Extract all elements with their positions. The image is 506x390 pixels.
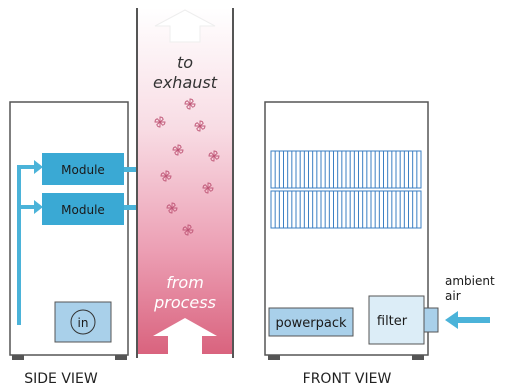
process-inlet-arrow — [153, 318, 217, 354]
powerpack-label: powerpack — [275, 316, 347, 331]
inlet-label: in — [78, 316, 89, 330]
ambient-label-line1: ambient — [445, 274, 495, 288]
module-outlet-upper — [124, 167, 136, 172]
side-view: Module Module in SIDE VIEW — [9, 101, 146, 387]
vent-grille-upper — [270, 150, 422, 189]
filter-intake-port — [423, 307, 439, 333]
airflow-fan-icon — [160, 170, 172, 182]
airflow-fan-icon — [202, 182, 214, 194]
front-foot-right — [412, 355, 424, 360]
supply-arrowhead-lower — [34, 200, 43, 214]
duct-top-label-line2: exhaust — [153, 73, 218, 92]
ambient-label-line2: air — [445, 289, 461, 303]
supply-branch-upper — [17, 165, 37, 169]
module-label-upper: Module — [61, 163, 105, 177]
airflow-fan-icon — [172, 144, 184, 156]
supply-arrowhead-upper — [34, 160, 43, 174]
airflow-fan-icon — [184, 98, 196, 110]
module-label-lower: Module — [61, 203, 105, 217]
powerpack-box — [268, 307, 354, 337]
side-foot-left — [12, 355, 24, 360]
module-box-lower — [42, 193, 124, 225]
front-view: powerpack filter ambient air FRONT VIEW — [264, 101, 495, 387]
duct-top-label-line1: to — [177, 53, 193, 72]
module-outlet-lower — [124, 205, 136, 210]
airflow-fan-icon — [208, 150, 220, 162]
airflow-fan-icon — [154, 116, 166, 128]
airflow-fan-icon — [182, 224, 194, 236]
vent-grille-lower — [270, 190, 422, 229]
front-view-caption: FRONT VIEW — [303, 371, 392, 387]
side-foot-right — [115, 355, 127, 360]
airflow-fan-icon — [166, 202, 178, 214]
ambient-air-arrow — [445, 311, 490, 329]
duct-bottom-label-line2: process — [153, 293, 216, 312]
duct-bottom-label-line1: from — [166, 273, 204, 292]
airflow-fan-icon — [194, 120, 206, 132]
duct-airflow-gradient — [137, 8, 233, 354]
airflow-fan-icons — [154, 98, 220, 236]
supply-air-channel — [17, 165, 21, 325]
exhaust-outlet-arrow — [154, 9, 216, 43]
filter-label: filter — [377, 314, 408, 329]
front-foot-left — [268, 355, 280, 360]
inlet-fan-icon — [70, 309, 96, 335]
exhaust-duct: to exhaust from process — [136, 8, 234, 358]
side-view-caption: SIDE VIEW — [24, 371, 98, 387]
module-box-upper — [42, 153, 124, 185]
supply-branch-lower — [17, 205, 37, 209]
